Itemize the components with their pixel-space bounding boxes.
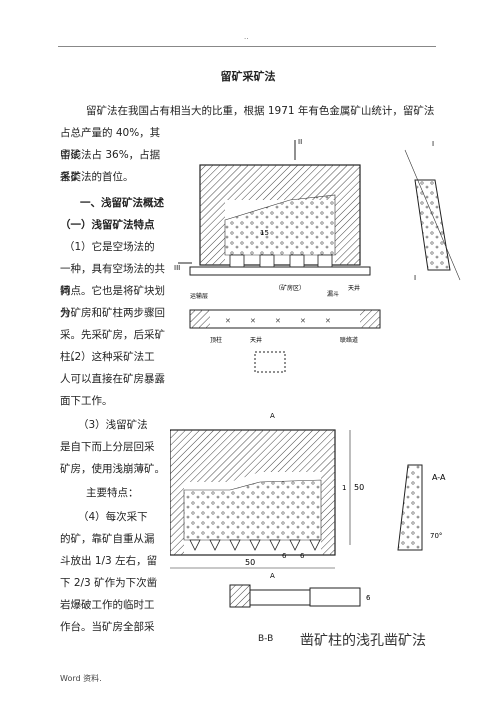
text-line: 人可以直接在矿房暴露: [60, 373, 165, 385]
header-mark: ..: [244, 33, 249, 41]
section-label: III: [174, 264, 180, 272]
right-pillar: [335, 165, 360, 265]
bb-label: B-B: [258, 634, 274, 644]
shrinkage-block-figure: 50 6 6 50 1 A B A A-A 70° 6: [170, 412, 446, 608]
header-rule: [58, 46, 436, 47]
label-aa: A-A: [432, 473, 446, 482]
svg-text:✕: ✕: [225, 317, 231, 325]
dim-bb: 6: [366, 594, 371, 602]
text-line: 为矿房和矿柱两步骤回: [60, 307, 165, 319]
text-line: 主要特点：: [86, 487, 139, 499]
text-line: 留矿法占 36%，占据各类: [60, 149, 161, 183]
text-line: （2）这种采矿法工: [64, 351, 155, 363]
subsection-heading: （一）浅留矿法特点: [60, 219, 155, 231]
text-line: 斗放出 1/3 左右，留: [60, 555, 158, 567]
plan-marks: ✕ ✕ ✕ ✕ ✕: [225, 317, 331, 325]
aa-section: [397, 464, 423, 551]
text-line: （3）浅留矿法: [78, 419, 148, 431]
funnels: [229, 254, 333, 268]
text-line: 的矿，靠矿自重从漏: [60, 533, 155, 545]
intro-paragraph: 留矿法在我国占有相当大的比重，根据 1971 年有色金属矿山统计，留矿法: [60, 100, 438, 122]
page-footer: Word 资料.: [60, 674, 102, 683]
text-line: （4）每次采下: [78, 511, 148, 523]
section-label-1: I: [432, 140, 434, 148]
ore-fill: [183, 479, 322, 541]
text-line: 下 2/3 矿作为下次凿: [60, 577, 158, 589]
svg-text:✕: ✕: [275, 317, 281, 325]
inclined-section: [414, 179, 451, 271]
label-a-bottom: A: [270, 572, 275, 580]
svg-text:✕: ✕: [250, 317, 256, 325]
dim-50v: 50: [354, 483, 364, 492]
section-label-2: II: [298, 138, 302, 146]
dim-1: 1: [342, 484, 346, 492]
haulage-label: 运输层: [190, 292, 208, 300]
plan-box: [254, 351, 286, 373]
plan-strip: [189, 309, 381, 329]
dim-6a: 6: [282, 552, 287, 560]
text-line: 面下工作。: [60, 395, 113, 407]
patio-label: 天井: [250, 336, 262, 344]
svg-text:✕: ✕: [300, 317, 306, 325]
text-line: 是自下而上分层回采: [60, 441, 155, 453]
pillar-label: 顶柱: [210, 336, 222, 344]
haulage-drift: [189, 266, 371, 276]
text-line: （1）它是空场法的: [64, 241, 155, 253]
crown-hatch: [184, 430, 321, 482]
figure-caption: 凿矿柱的浅孔凿矿法: [300, 633, 426, 649]
text-line: 采矿法的首位。: [60, 171, 134, 183]
text-line: 采。先采矿房，后采矿柱。: [60, 329, 165, 363]
dim-50: 50: [245, 558, 255, 567]
text-line: 占总产量的 40%，其中浅: [60, 127, 161, 161]
text-line: 一种，具有空场法的共同: [60, 263, 165, 297]
angle-label: 70°: [430, 532, 442, 540]
raise-label: 天井: [348, 284, 360, 292]
tunnel-label: 联络道: [340, 336, 358, 344]
svg-text:✕: ✕: [325, 317, 331, 325]
section-label-1b: I: [414, 274, 416, 282]
text-line: 特点。它也是将矿块划分: [60, 285, 165, 319]
figure-number: 15: [260, 229, 269, 237]
dim-6b: 6: [300, 552, 305, 560]
stope-section-figure: III 15 （矿房区） 运输层 漏斗 天井 II I I ✕✕✕ ✕✕ 顶柱 …: [174, 138, 461, 373]
text-line: 矿房，使用浅崩薄矿。: [60, 463, 165, 475]
label-a: A: [270, 412, 275, 420]
left-pillar: [200, 165, 225, 265]
funnel-label: 漏斗: [327, 290, 339, 298]
broken-ore: [224, 194, 336, 256]
crown-pillar: [225, 165, 335, 200]
ore-label: （矿房区）: [275, 284, 305, 292]
text-line: 岩爆破工作的临时工: [60, 599, 155, 611]
page-title: 留矿采矿法: [220, 70, 276, 83]
intro-line: 留矿法在我国占有相当大的比重，根据 1971 年有色金属矿山统计，留矿法: [86, 105, 435, 117]
bottom-funnels: [189, 539, 321, 551]
text-line: 作台。当矿房全部采: [60, 621, 155, 633]
section-heading: 一、浅留矿法概述: [80, 197, 164, 209]
